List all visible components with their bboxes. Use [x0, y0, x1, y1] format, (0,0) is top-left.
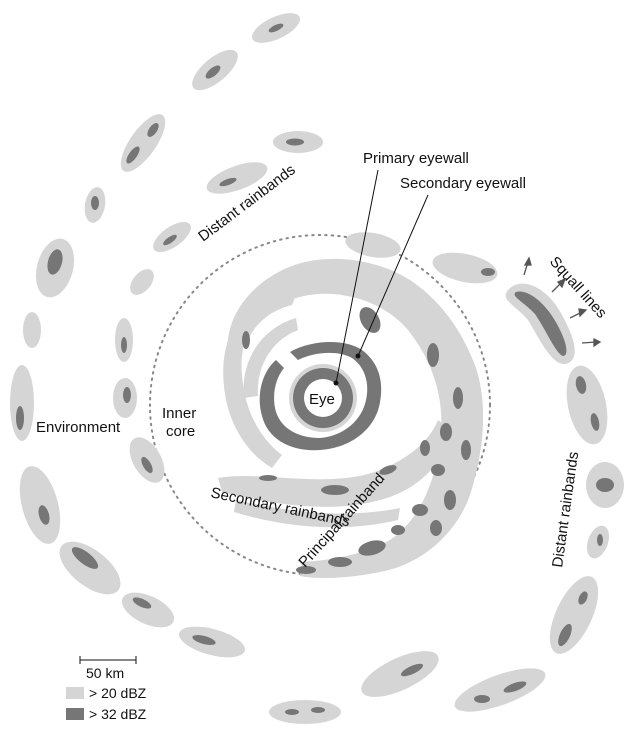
rainband-cell — [121, 592, 175, 628]
rainband-cell-core — [391, 525, 405, 535]
distant-rainbands-right — [269, 232, 624, 724]
rainband-cell-core — [296, 566, 316, 574]
inner-core-rainbands — [218, 258, 484, 579]
rainband-cell-core — [590, 413, 600, 431]
rainband-cell — [23, 312, 41, 348]
rainband-cell-core — [420, 440, 430, 456]
legend-swatch-dark — [66, 708, 84, 720]
rainband-cell-core — [259, 475, 277, 481]
distant-rainbands-upper — [113, 131, 323, 483]
rainband-cell-core — [359, 307, 381, 333]
rainband-cell — [345, 232, 401, 258]
rainband-cell-core — [440, 423, 452, 441]
rainband-cell-core — [575, 376, 587, 394]
legend-label-light: > 20 dBZ — [89, 685, 147, 701]
legend: 50 km > 20 dBZ > 32 dBZ — [66, 656, 147, 722]
rainband-cell-core — [16, 406, 24, 430]
secondary-eyewall-label: Secondary eyewall — [400, 175, 526, 192]
scale-bar-label: 50 km — [86, 665, 124, 681]
secondary-rainband-area — [218, 420, 452, 507]
rainband-cell-core — [400, 663, 424, 677]
rainband-cell-core — [597, 534, 603, 546]
rainband-cell-core — [242, 331, 250, 349]
squall-line — [505, 256, 602, 365]
rainband-cell-core — [268, 23, 284, 33]
distant-rainbands-outer-left — [10, 13, 301, 658]
rainband-cell-core — [430, 520, 442, 536]
rainband-cell-core — [558, 623, 572, 647]
rainband-cell-core — [578, 591, 588, 605]
distant-rainbands-right-label: Distant rainbands — [549, 451, 582, 569]
rainband-cell-core — [311, 707, 325, 713]
rainband-cell — [19, 466, 61, 544]
rainband-cell-core — [91, 196, 99, 210]
rainband-cell-core — [205, 65, 221, 79]
rainband-cell-core — [328, 557, 352, 567]
rainband-cell — [269, 700, 341, 724]
inner-band-left — [240, 295, 296, 340]
rainband-cell-core — [163, 234, 177, 246]
eye — [304, 379, 342, 417]
rainband-cell-core — [132, 597, 152, 609]
rainband-cell-core — [453, 387, 463, 409]
rainband-cell-core — [461, 440, 471, 460]
rainband-cell-core — [321, 485, 349, 495]
rainband-cell-core — [126, 146, 140, 164]
rainband-cell-core — [596, 478, 614, 492]
rainband-cell-core — [121, 337, 127, 353]
primary-eyewall-label: Primary eyewall — [363, 150, 469, 167]
inner-core-label-line1: Inner — [162, 405, 196, 422]
rainband-cell-core — [427, 343, 439, 367]
rainband-cell-core — [412, 504, 428, 516]
rainband-cell-core — [38, 505, 50, 525]
environment-label: Environment — [36, 419, 121, 436]
secondary-eyewall-marker — [355, 353, 361, 359]
rainband-cell-core — [444, 490, 456, 510]
rainband-cell-core — [379, 465, 397, 475]
primary-eyewall-marker — [333, 380, 339, 386]
rainband-cell-core — [141, 456, 153, 474]
secondary-rainband-tail — [234, 500, 400, 528]
rainband-cell-core — [123, 387, 131, 403]
inner-core-label-line2: core — [166, 423, 195, 440]
rainband-cell-core — [474, 695, 490, 703]
rainband-cell — [549, 576, 599, 654]
squall-line-core — [514, 291, 567, 356]
rainband-cell-core — [286, 138, 304, 146]
rainband-cell — [566, 365, 608, 445]
rainband-cell-core — [47, 249, 63, 275]
rainband-cell-core — [192, 635, 216, 645]
primary-eyewall-leader — [335, 169, 379, 384]
rainband-cell-core — [71, 547, 99, 569]
rainband-cell-core — [358, 540, 386, 556]
rainband-cell — [130, 269, 154, 295]
rainband-cell-core — [503, 681, 527, 693]
squall-motion-arrows — [523, 256, 602, 348]
rainband-cell — [10, 365, 34, 441]
secondary-eyewall-light-rim — [243, 318, 298, 398]
rainband-cell-core — [285, 709, 299, 715]
rainband-cell-core — [481, 268, 495, 276]
rainband-cell — [361, 651, 439, 697]
rainband-cell — [59, 541, 121, 595]
rainband-cell — [432, 252, 498, 284]
rainband-cell-core — [147, 123, 159, 137]
legend-swatch-light — [66, 687, 84, 699]
principal-rainband-area — [223, 258, 484, 579]
rainband-cell — [120, 114, 166, 172]
legend-label-dark: > 32 dBZ — [89, 706, 147, 722]
rainband-cell — [454, 668, 546, 712]
rainband-cell-core — [219, 177, 237, 187]
eye-label: Eye — [309, 391, 335, 408]
secondary-eyewall-leader — [357, 194, 429, 357]
rainband-cell-core — [431, 464, 445, 476]
